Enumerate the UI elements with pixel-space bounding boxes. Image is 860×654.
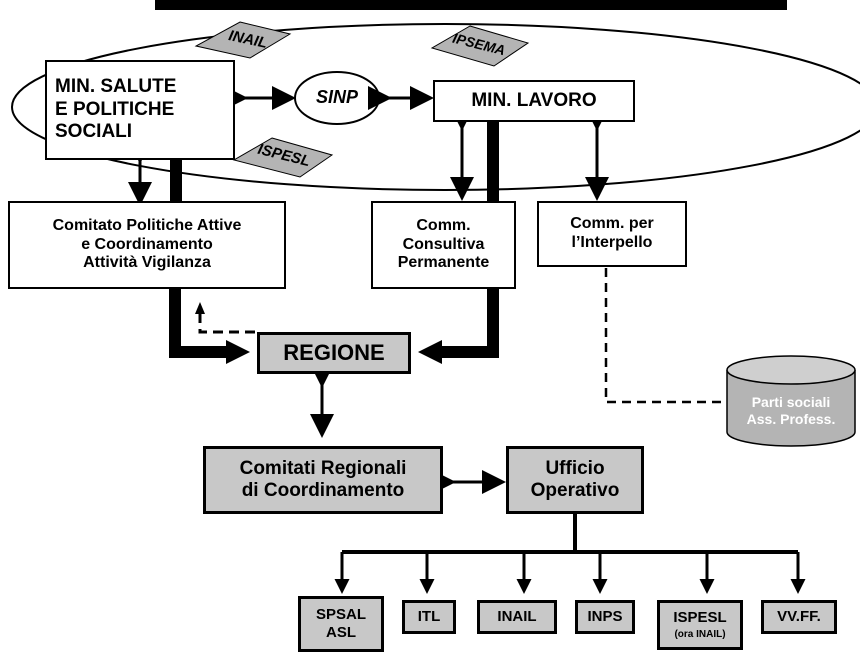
comitato-politiche-label: Comitato Politiche Attive e Coordinament… <box>52 216 242 272</box>
comitati-regionali-box: Comitati Regionali di Coordinamento <box>203 446 443 514</box>
vvff-label: VV.FF. <box>777 608 821 626</box>
thick-bar-salute <box>170 160 182 202</box>
ispesl-bottom-note: (ora INAIL) <box>674 629 726 641</box>
min-lavoro-label: MIN. LAVORO <box>471 89 597 111</box>
dashed-line-interpello-parti <box>604 268 727 404</box>
itl-label: ITL <box>417 608 441 626</box>
inps-box: INPS <box>575 600 635 634</box>
sinp-label-box: SINP <box>300 84 374 112</box>
dashed-arrowhead <box>195 302 205 314</box>
thick-arrow-comitato-regione <box>169 288 228 358</box>
thick-arrowhead-left <box>226 340 250 364</box>
ispesl-top-diamond <box>232 137 334 178</box>
thick-bar-lavoro <box>487 122 499 202</box>
parti-sociali-cylinder <box>726 355 856 447</box>
min-salute-box: MIN. SALUTE E POLITICHE SOCIALI <box>45 60 235 160</box>
vvff-box: VV.FF. <box>761 600 837 634</box>
sinp-label: SINP <box>315 87 358 108</box>
parti-sociali-label: Parti sociali Ass. Profess. <box>746 394 836 427</box>
ufficio-operativo-label: Ufficio Operativo <box>530 457 620 501</box>
comm-consultiva-label: Comm. Consultiva Permanente <box>397 216 490 272</box>
itl-box: ITL <box>402 600 456 634</box>
dashed-arrow-regione-comitato <box>198 312 255 334</box>
title-bar <box>155 0 787 10</box>
ispesl-bottom-label: ISPESL <box>673 608 727 626</box>
comm-interpello-box: Comm. per l’Interpello <box>537 201 687 267</box>
spsal-box: SPSAL ASL <box>298 596 384 652</box>
parti-sociali-label-box: Parti sociali Ass. Profess. <box>727 388 855 434</box>
ministries-ellipse <box>11 23 860 191</box>
thick-arrow-consultiva-regione <box>440 288 499 358</box>
inail-bottom-label: INAIL <box>497 608 537 626</box>
comitati-regionali-label: Comitati Regionali di Coordinamento <box>239 457 407 501</box>
thick-arrowhead-right <box>418 340 442 364</box>
ispesl-bottom-box: ISPESL (ora INAIL) <box>657 600 743 650</box>
ufficio-operativo-box: Ufficio Operativo <box>506 446 644 514</box>
inail-bottom-box: INAIL <box>477 600 557 634</box>
min-lavoro-box: MIN. LAVORO <box>433 80 635 122</box>
comitato-politiche-box: Comitato Politiche Attive e Coordinament… <box>8 201 286 289</box>
comm-interpello-label: Comm. per l’Interpello <box>570 215 654 251</box>
regione-box: REGIONE <box>257 332 411 374</box>
inail-top-diamond <box>194 21 292 59</box>
regione-label: REGIONE <box>283 340 385 366</box>
spsal-label: SPSAL ASL <box>315 606 366 641</box>
comm-consultiva-box: Comm. Consultiva Permanente <box>371 201 516 289</box>
inps-label: INPS <box>587 608 623 626</box>
min-salute-label: MIN. SALUTE E POLITICHE SOCIALI <box>55 76 177 143</box>
ipsema-diamond <box>430 25 530 67</box>
